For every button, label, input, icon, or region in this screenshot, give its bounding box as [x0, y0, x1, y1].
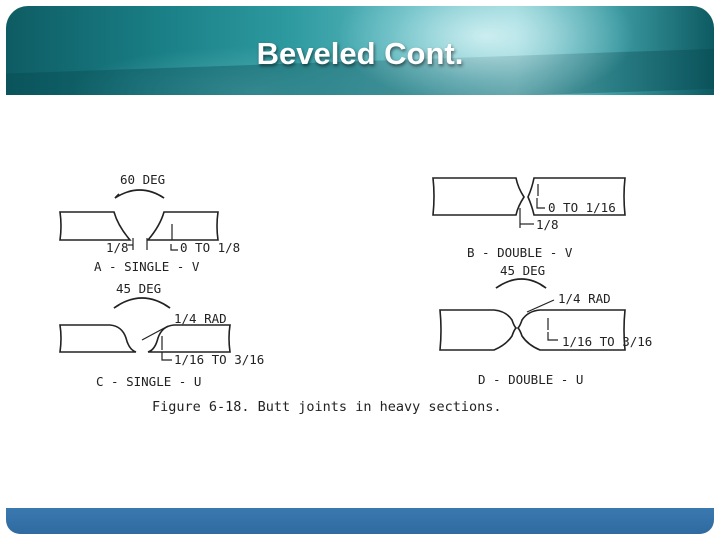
- joint-c-name: C - SINGLE - U: [96, 374, 201, 389]
- joint-c-radius-label: 1/4 RAD: [174, 311, 227, 326]
- joint-d-drawing: [439, 278, 626, 351]
- slide-title: Beveled Cont.: [256, 36, 464, 71]
- joint-c-root-gap-label: 1/16 TO 3/16: [174, 352, 264, 367]
- joint-b-root-face-label: 1/8: [536, 217, 559, 232]
- joint-d-name: D - DOUBLE - U: [478, 372, 583, 387]
- figure-caption: Figure 6-18. Butt joints in heavy sectio…: [152, 399, 502, 415]
- butt-joints-figure: 60 DEG 1/8 0 TO 1/8 A - SINGLE - V 0 TO …: [59, 172, 652, 415]
- joint-b-angle-label: 45 DEG: [500, 263, 545, 278]
- joint-a-drawing: [59, 189, 219, 251]
- joint-b-name: B - DOUBLE - V: [467, 245, 573, 260]
- joint-a-name: A - SINGLE - V: [94, 259, 200, 274]
- title-banner: Beveled Cont.: [6, 6, 714, 95]
- banner-highlight: [336, 6, 636, 95]
- joint-b-drawing: [432, 177, 626, 228]
- joint-c-angle-label: 45 DEG: [116, 281, 161, 296]
- joint-a-angle-label: 60 DEG: [120, 172, 165, 187]
- joint-b-root-gap-label: 0 TO 1/16: [548, 200, 616, 215]
- joint-a-root-gap-label: 0 TO 1/8: [180, 240, 240, 255]
- joint-a-root-face-label: 1/8: [106, 240, 129, 255]
- joint-c-drawing: [59, 297, 231, 361]
- joint-d-radius-label: 1/4 RAD: [558, 291, 611, 306]
- footer-bar: [6, 508, 714, 534]
- joint-d-root-gap-label: 1/16 TO 3/16: [562, 334, 652, 349]
